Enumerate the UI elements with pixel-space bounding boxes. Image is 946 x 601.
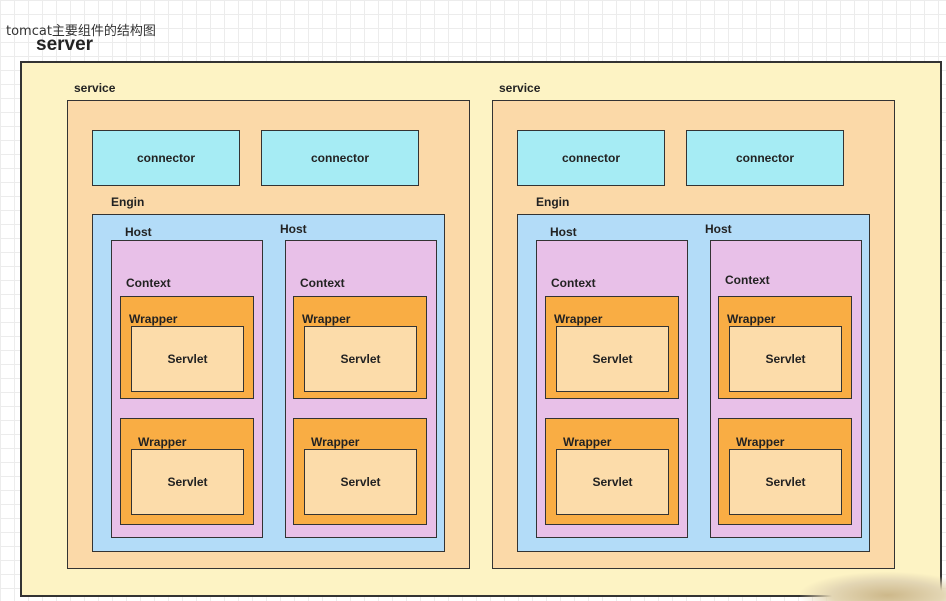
wrapper-label: Wrapper [736,435,785,449]
engin-label: Engin [536,195,570,209]
servlet-box: Servlet [556,326,669,392]
context-label: Context [300,276,345,290]
wrapper-label: Wrapper [727,312,776,326]
engin-label: Engin [111,195,145,209]
host-label: Host [125,225,152,239]
context-label: Context [725,273,770,287]
servlet-box: Servlet [304,449,417,515]
service-label: service [499,81,541,95]
wrapper-label: Wrapper [138,435,187,449]
servlet-box: Servlet [131,326,244,392]
wrapper-label: Wrapper [563,435,612,449]
servlet-box: Servlet [729,449,842,515]
wrapper-label: Wrapper [129,312,178,326]
server-label: server [36,34,94,55]
context-label: Context [126,276,171,290]
servlet-box: Servlet [131,449,244,515]
context-label: Context [551,276,596,290]
connector-box: connector [261,130,419,186]
host-label: Host [705,222,732,236]
wrapper-label: Wrapper [311,435,360,449]
wrapper-label: Wrapper [302,312,351,326]
decorative-grass-image [800,572,946,601]
servlet-box: Servlet [304,326,417,392]
connector-box: connector [517,130,665,186]
service-label: service [74,81,116,95]
connector-box: connector [92,130,240,186]
servlet-box: Servlet [729,326,842,392]
wrapper-label: Wrapper [554,312,603,326]
host-label: Host [280,222,307,236]
connector-box: connector [686,130,844,186]
diagram-caption: tomcat主要组件的结构图 [6,24,156,39]
host-label: Host [550,225,577,239]
servlet-box: Servlet [556,449,669,515]
